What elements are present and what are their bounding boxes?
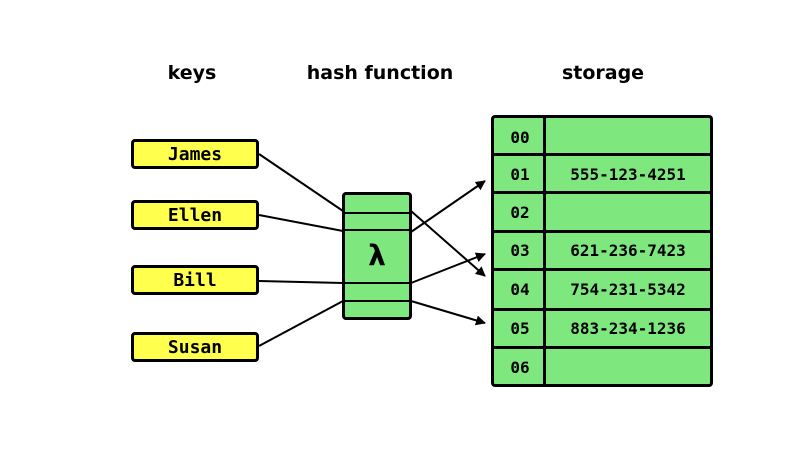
keys-header: keys (167, 62, 217, 84)
hash-divider (345, 282, 409, 284)
row-index: 00 (510, 127, 530, 147)
hash-function-header: hash function (306, 62, 454, 84)
arrow-to-01 (410, 180, 486, 233)
key-box-bill: Bill (131, 265, 259, 295)
row-index: 04 (510, 279, 530, 299)
arrow-to-04 (410, 210, 486, 277)
storage-row: 03 621-236-7423 (494, 231, 710, 269)
arrow-to-05 (410, 300, 486, 326)
row-divider (494, 191, 710, 194)
row-value: 754-231-5342 (570, 279, 686, 299)
storage-row: 02 (494, 193, 710, 231)
storage-row: 00 (494, 118, 710, 156)
row-value: 555-123-4251 (570, 164, 686, 184)
storage-row: 04 754-231-5342 (494, 270, 710, 308)
row-index: 06 (510, 357, 530, 377)
row-divider (494, 230, 710, 233)
key-box-susan: Susan (131, 332, 259, 362)
row-index: 05 (510, 318, 530, 338)
connector-james (258, 153, 344, 212)
connector-bill (258, 280, 344, 284)
hash-divider (345, 212, 409, 214)
hash-divider (345, 229, 409, 231)
row-index: 01 (510, 164, 530, 184)
hash-function-box: λ (342, 192, 412, 320)
connector-ellen (258, 214, 344, 232)
storage-header: storage (561, 62, 645, 84)
key-box-james: James (131, 139, 259, 169)
row-value: 883-234-1236 (570, 318, 686, 338)
storage-row: 05 883-234-1236 (494, 309, 710, 347)
connector-susan (258, 300, 344, 347)
arrow-to-03 (410, 252, 486, 284)
row-divider (494, 308, 710, 311)
row-index: 02 (510, 202, 530, 222)
storage-row: 01 555-123-4251 (494, 155, 710, 193)
row-divider (494, 346, 710, 349)
lambda-symbol: λ (368, 239, 386, 272)
storage-column-divider (543, 118, 546, 384)
storage-row: 06 (494, 348, 710, 386)
hash-divider (345, 300, 409, 302)
storage-table: 00 01 555-123-4251 02 03 621-236-7423 04… (491, 115, 713, 387)
row-divider (494, 153, 710, 156)
row-index: 03 (510, 240, 530, 260)
key-box-ellen: Ellen (131, 200, 259, 230)
row-value: 621-236-7423 (570, 240, 686, 260)
row-divider (494, 268, 710, 271)
